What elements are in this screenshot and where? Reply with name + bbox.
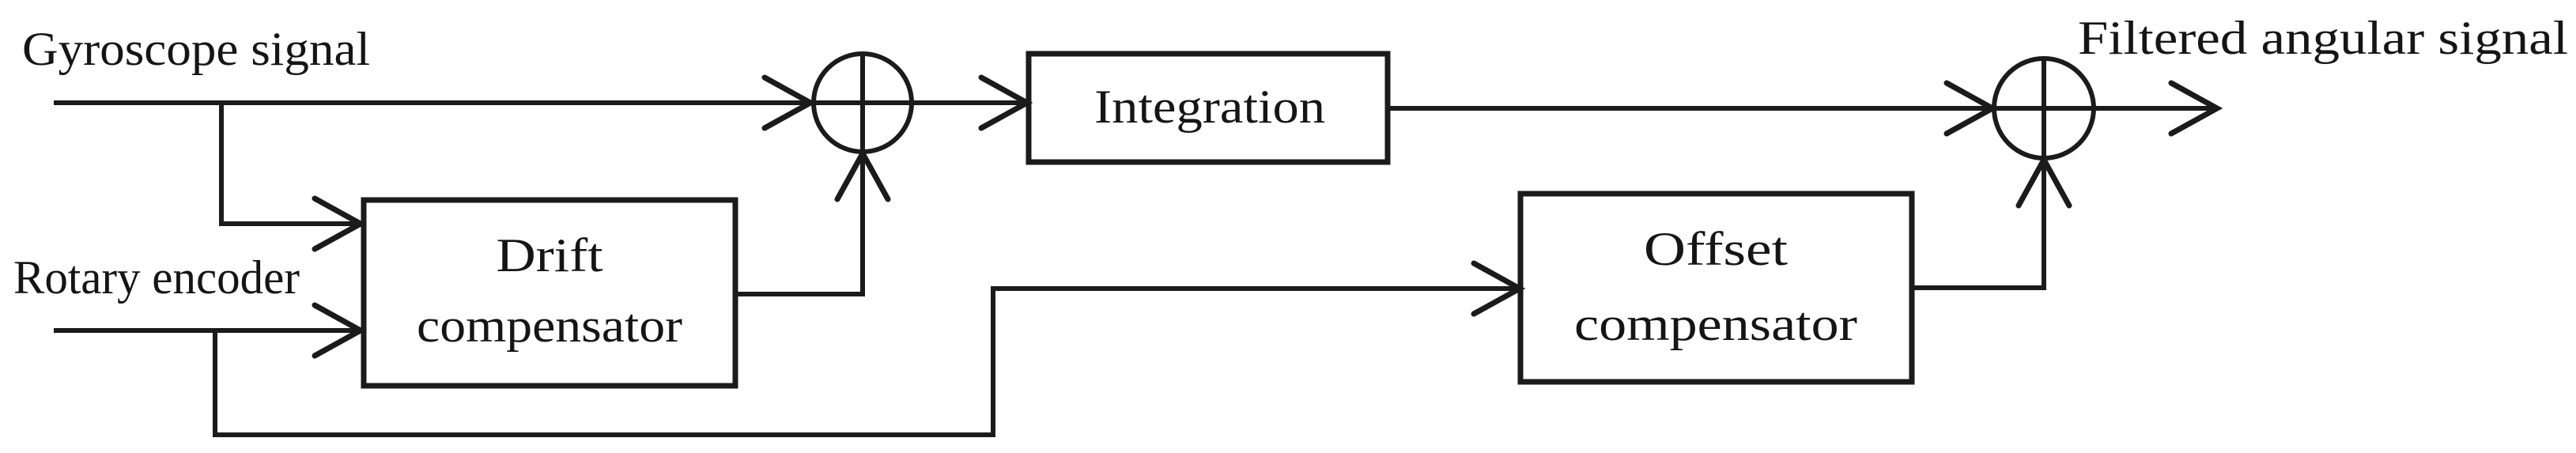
drift-compensator-output-wire	[735, 153, 865, 296]
integration-block-label: Integration	[1094, 81, 1325, 133]
drift-compensator-block	[361, 197, 738, 389]
gyroscope-branch-wire	[219, 103, 362, 226]
offset-block-label-line2: compensator	[1574, 298, 1857, 350]
summing-junction-2-icon	[1992, 56, 2096, 160]
integration-block	[1025, 51, 1391, 165]
offset-compensator-output-wire	[1912, 160, 2046, 290]
sum2-plus-cross	[1994, 59, 2094, 158]
arrow-into-drift-bottom-icon	[312, 302, 367, 359]
drift-block-label-line2: compensator	[417, 300, 682, 352]
sum1-plus-cross	[814, 54, 912, 152]
rotary-feedforward-wire	[213, 286, 1520, 437]
offset-compensator-block	[1517, 191, 1915, 385]
arrow-filtered-output-icon	[2168, 80, 2223, 137]
arrow-into-sum1-icon	[761, 74, 817, 131]
filtered-angular-signal-label: Filtered angular signal	[2078, 12, 2568, 64]
arrow-into-sum2-bottom-icon	[2015, 153, 2072, 209]
arrow-into-sum2-icon	[1943, 80, 1999, 137]
drift-block-label-line1: Drift	[497, 229, 603, 281]
summing-junction-1-icon	[811, 51, 914, 154]
arrow-into-offset-icon	[1471, 260, 1526, 317]
arrow-into-drift-top-icon	[312, 195, 367, 252]
rotary-encoder-label: Rotary encoder	[13, 251, 300, 304]
gyroscope-signal-label: Gyroscope signal	[22, 23, 370, 75]
arrow-into-integration-icon	[978, 74, 1033, 131]
arrow-into-sum1-bottom-icon	[834, 147, 891, 202]
offset-block-label-line1: Offset	[1644, 223, 1788, 275]
